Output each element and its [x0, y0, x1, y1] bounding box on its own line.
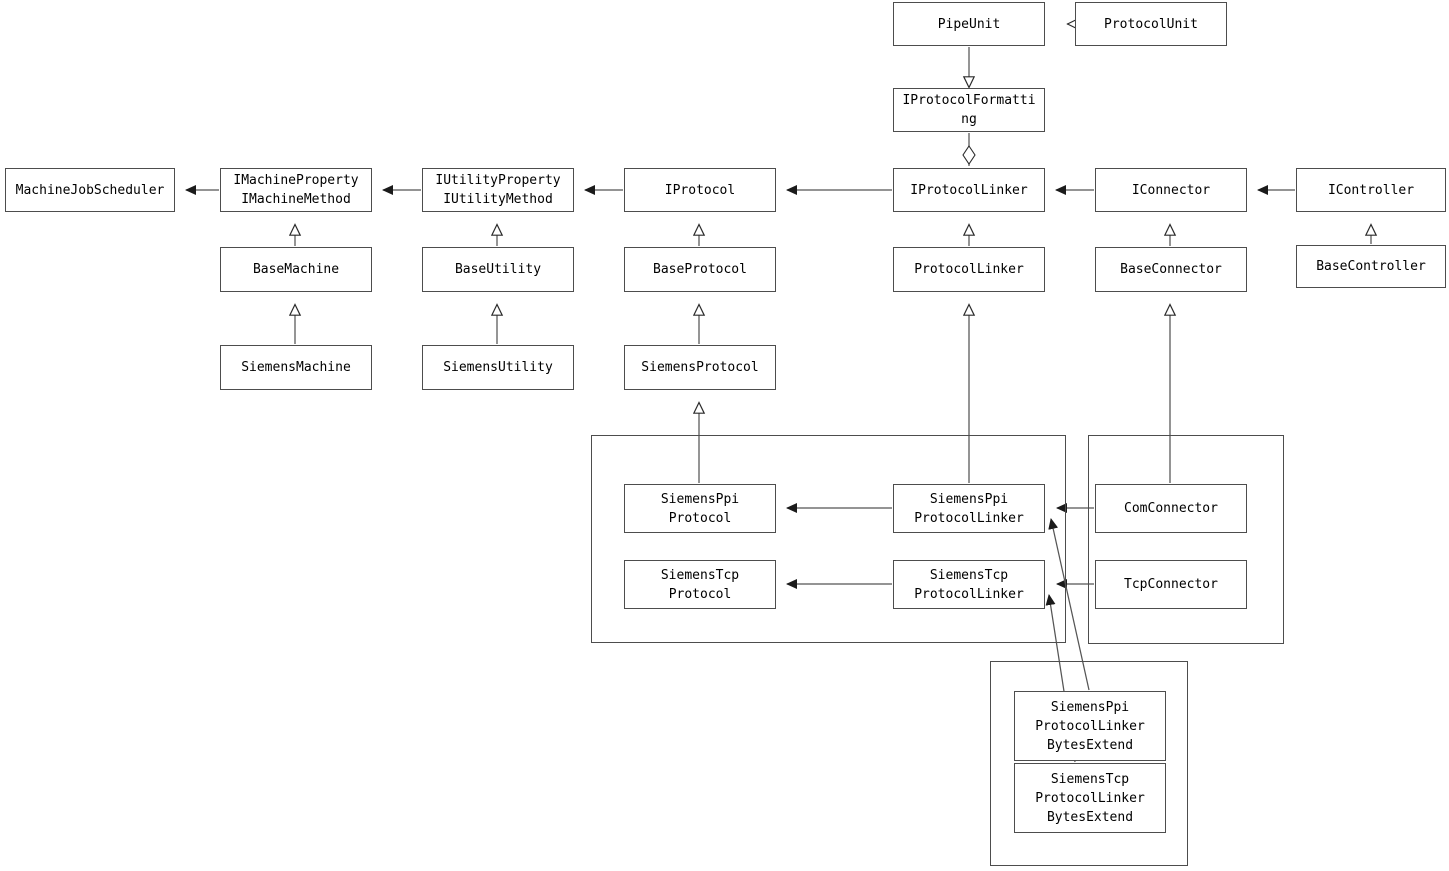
class-label: BaseConnector	[1120, 262, 1222, 277]
class-label: BaseMachine	[252, 262, 340, 277]
class-label: TcpConnector	[1124, 577, 1218, 592]
class-box-protocol-unit[interactable]: ProtocolUnit	[1075, 2, 1227, 46]
class-label: SiemensPpi Protocol	[660, 491, 740, 526]
class-label: IProtocolFormatti ng	[902, 93, 1036, 127]
class-label: IUtilityProperty IUtilityMethod	[435, 173, 561, 207]
class-label: SiemensMachine	[241, 360, 351, 375]
class-label: IMachineProperty IMachineMethod	[233, 173, 359, 207]
group-connector-cluster	[1088, 435, 1284, 644]
class-label: PipeUnit	[937, 16, 1001, 32]
class-box-base-machine[interactable]: BaseMachine	[220, 247, 372, 292]
class-label: SiemensPpi ProtocolLinker BytesExtend	[1035, 699, 1145, 753]
class-box-siemens-ppi-protocol-linker-bytes-extend[interactable]: SiemensPpi ProtocolLinker BytesExtend	[1014, 691, 1166, 761]
class-label: BaseProtocol	[653, 262, 747, 277]
class-box-com-connector[interactable]: ComConnector	[1095, 484, 1247, 533]
class-box-iconnector[interactable]: IConnector	[1095, 168, 1247, 212]
class-label: ProtocolUnit	[1104, 16, 1198, 32]
aggregation-diamond-iprotocollinker	[962, 145, 976, 165]
class-label: IProtocolLinker	[910, 182, 1028, 198]
class-box-iprotocol-linker[interactable]: IProtocolLinker	[893, 168, 1045, 212]
class-label: SiemensTcp ProtocolLinker BytesExtend	[1035, 771, 1145, 825]
class-label: IConnector	[1131, 182, 1211, 198]
class-box-iprotocol[interactable]: IProtocol	[624, 168, 776, 212]
class-label: MachineJobScheduler	[15, 182, 165, 198]
class-box-tcp-connector[interactable]: TcpConnector	[1095, 560, 1247, 609]
class-label: ComConnector	[1124, 501, 1218, 516]
class-box-protocol-linker[interactable]: ProtocolLinker	[893, 247, 1045, 292]
class-box-siemens-tcp-protocol[interactable]: SiemensTcp Protocol	[624, 560, 776, 609]
class-label: BaseController	[1316, 259, 1426, 274]
class-label: SiemensTcp ProtocolLinker	[914, 567, 1024, 602]
class-box-imachine-property[interactable]: IMachineProperty IMachineMethod	[220, 168, 372, 212]
class-box-base-utility[interactable]: BaseUtility	[422, 247, 574, 292]
class-box-siemens-ppi-protocol-linker[interactable]: SiemensPpi ProtocolLinker	[893, 484, 1045, 533]
class-label: SiemensTcp Protocol	[660, 567, 740, 602]
class-label: ProtocolLinker	[914, 262, 1024, 277]
class-box-base-connector[interactable]: BaseConnector	[1095, 247, 1247, 292]
class-box-iutility-property[interactable]: IUtilityProperty IUtilityMethod	[422, 168, 574, 212]
class-label: SiemensUtility	[443, 360, 553, 375]
class-label: IProtocol	[664, 182, 736, 198]
class-box-siemens-machine[interactable]: SiemensMachine	[220, 345, 372, 390]
class-box-siemens-ppi-protocol[interactable]: SiemensPpi Protocol	[624, 484, 776, 533]
class-box-iprotocol-formatting[interactable]: IProtocolFormatti ng	[893, 88, 1045, 132]
class-box-pipe-unit[interactable]: PipeUnit	[893, 2, 1045, 46]
class-box-siemens-tcp-protocol-linker-bytes-extend[interactable]: SiemensTcp ProtocolLinker BytesExtend	[1014, 763, 1166, 833]
class-label: SiemensPpi ProtocolLinker	[914, 491, 1024, 526]
class-box-base-controller[interactable]: BaseController	[1296, 245, 1446, 288]
class-box-base-protocol[interactable]: BaseProtocol	[624, 247, 776, 292]
class-box-siemens-tcp-protocol-linker[interactable]: SiemensTcp ProtocolLinker	[893, 560, 1045, 609]
class-label: SiemensProtocol	[641, 360, 759, 375]
class-label: IController	[1327, 182, 1415, 198]
class-box-siemens-protocol[interactable]: SiemensProtocol	[624, 345, 776, 390]
class-box-icontroller[interactable]: IController	[1296, 168, 1446, 212]
group-protocol-linker-cluster	[591, 435, 1066, 643]
class-box-siemens-utility[interactable]: SiemensUtility	[422, 345, 574, 390]
class-box-machine-job-scheduler[interactable]: MachineJobScheduler	[5, 168, 175, 212]
class-label: BaseUtility	[454, 262, 542, 277]
